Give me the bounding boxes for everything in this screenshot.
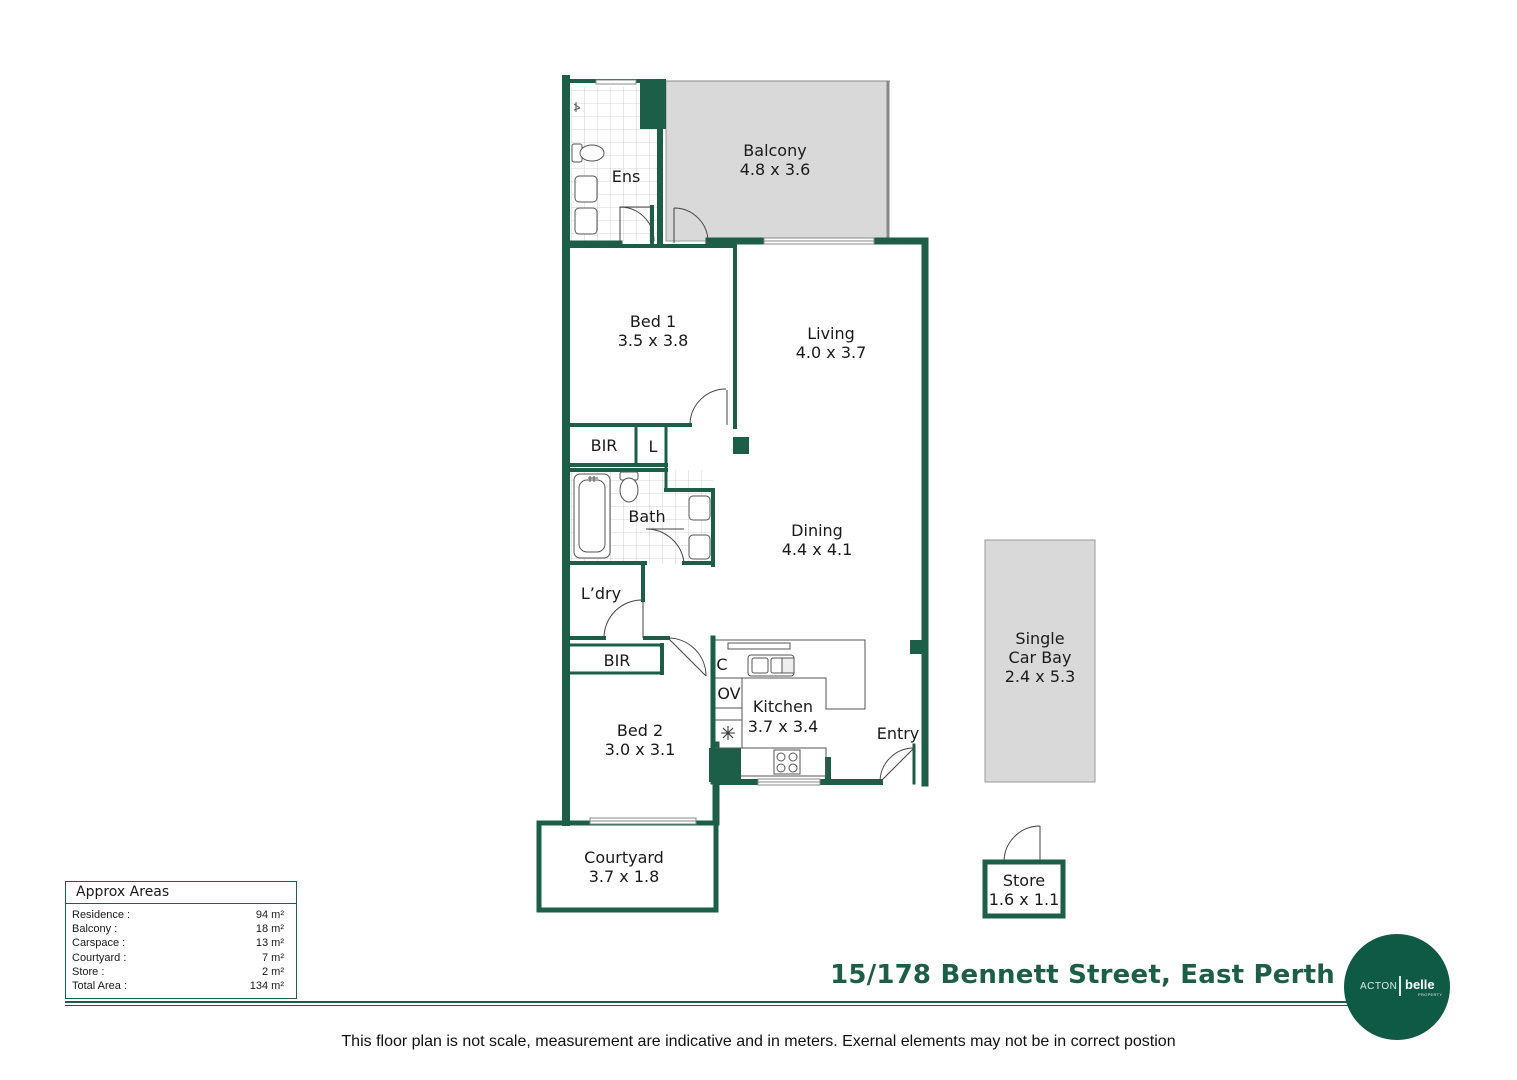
- courtyard-dims: 3.7 x 1.8: [589, 867, 660, 886]
- car-bay: [984, 539, 1096, 783]
- shower-icon: [573, 102, 581, 112]
- door-swings: [603, 206, 1041, 863]
- store-dims: 1.6 x 1.1: [989, 890, 1060, 909]
- footer-rule-thin: [65, 1005, 1355, 1006]
- bath-shower-icon: [588, 476, 598, 482]
- area-value: 7 m²: [262, 951, 284, 964]
- agency-logo: ACTON belle PROPERTY: [1344, 934, 1450, 1040]
- area-label: Store :: [72, 965, 105, 978]
- bed2-dims: 3.0 x 3.1: [605, 740, 676, 759]
- property-address: 15/178 Bennett Street, East Perth: [830, 960, 1335, 990]
- area-row: Carspace : 13 m²: [72, 936, 284, 950]
- windows: [589, 79, 875, 825]
- dining-dims: 4.4 x 4.1: [782, 540, 853, 559]
- kitchen-bench: [715, 639, 866, 777]
- area-row: Total Area : 134 m²: [72, 979, 284, 993]
- area-value: 13 m²: [255, 937, 284, 950]
- store-label: Store: [1003, 871, 1045, 890]
- bed1-dims: 3.5 x 3.8: [618, 331, 689, 350]
- carbay-dims: 2.4 x 5.3: [1005, 667, 1076, 686]
- area-row: Courtyard : 7 m²: [72, 951, 284, 965]
- bir2-label: BIR: [604, 651, 631, 670]
- approx-areas-divider: [66, 903, 296, 904]
- bed1-label: Bed 1: [630, 312, 676, 331]
- logo-text-acton: ACTON: [1360, 981, 1398, 992]
- area-row: Balcony : 18 m²: [72, 922, 284, 936]
- area-label: Total Area :: [72, 979, 128, 992]
- dining-label: Dining: [791, 521, 843, 540]
- bath-toilet-bowl: [619, 477, 639, 503]
- ensuite-basin-2: [574, 207, 598, 235]
- ensuite-label: Ens: [612, 167, 641, 186]
- carbay-label-line2: Car Bay: [1009, 648, 1072, 667]
- area-value: 2 m²: [262, 965, 284, 978]
- approx-areas-table: Approx Areas Residence : 94 m² Balcony : 18…: [65, 881, 297, 999]
- area-value: 94 m²: [255, 909, 284, 921]
- logo-text-belle: belle: [1405, 977, 1435, 992]
- kitchen-dims: 3.7 x 3.4: [748, 717, 819, 736]
- area-label: Residence :: [72, 909, 131, 921]
- area-label: Carspace :: [72, 937, 126, 950]
- area-row: Store : 2 m²: [72, 965, 284, 979]
- area-label: Balcony :: [72, 923, 118, 936]
- ensuite-toilet-bowl: [579, 144, 605, 162]
- approx-areas-title: Approx Areas: [76, 884, 170, 900]
- balcony-area: [665, 80, 889, 242]
- living-label: Living: [807, 324, 855, 343]
- balcony-dims: 4.8 x 3.6: [740, 160, 811, 179]
- walls: [536, 75, 1066, 919]
- area-label: Courtyard :: [72, 951, 127, 964]
- entry-label: Entry: [877, 724, 920, 743]
- balcony-label: Balcony: [743, 141, 806, 160]
- footer-rule: [65, 1001, 1355, 1003]
- fixtures: [571, 102, 866, 777]
- ensuite-basin-1: [574, 175, 598, 203]
- disclaimer-text: This floor plan is not scale, measuremen…: [341, 1033, 1176, 1050]
- living-dims: 4.0 x 3.7: [796, 343, 867, 362]
- logo-divider: [1399, 976, 1401, 996]
- area-value: 134 m²: [249, 979, 284, 992]
- bath-label: Bath: [628, 507, 665, 526]
- area-value: 18 m²: [255, 923, 284, 936]
- laundry-label: L’dry: [581, 584, 621, 603]
- linen-label: L: [649, 437, 658, 456]
- bir1-label: BIR: [591, 436, 618, 455]
- logo-text-property: PROPERTY: [1418, 992, 1443, 997]
- cupboard-label: C: [716, 655, 727, 674]
- carbay-label-line1: Single: [1015, 629, 1064, 648]
- kitchen-label: Kitchen: [753, 697, 813, 716]
- fridge-icon: [721, 726, 735, 740]
- room-labels: Balcony 4.8 x 3.6 Ens Bed 1 3.5 x 3.8 Li…: [581, 141, 1075, 909]
- bed2-label: Bed 2: [617, 721, 663, 740]
- bath-basin-2: [688, 534, 711, 560]
- bath-basin-1: [688, 495, 711, 521]
- area-row: Residence : 94 m²: [72, 908, 284, 922]
- oven-label: OV: [717, 684, 740, 703]
- courtyard-label: Courtyard: [584, 848, 664, 867]
